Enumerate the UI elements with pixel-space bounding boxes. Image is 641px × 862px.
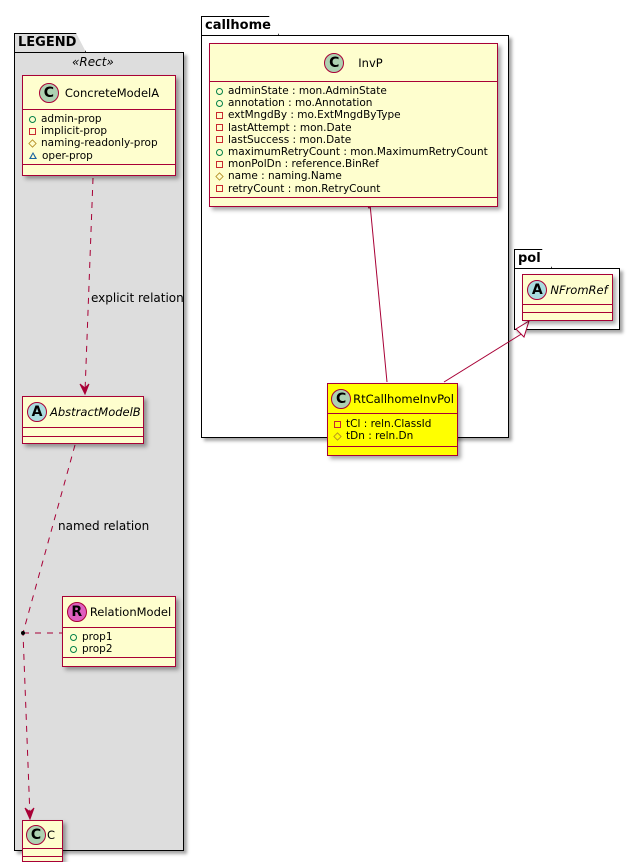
class-concrete-model-a[interactable]: C ConcreteModelA admin-prop implicit-pro…: [22, 75, 176, 176]
private-visibility-icon: [216, 124, 223, 132]
attribute: adminState : mon.AdminState: [216, 85, 491, 97]
abstract-class-icon: A: [27, 402, 47, 422]
attribute: lastSuccess : mon.Date: [216, 134, 491, 146]
attribute: extMngdBy : mo.ExtMngdByType: [216, 109, 491, 121]
attribute: admin-prop: [29, 113, 169, 125]
public-visibility-icon: [70, 645, 77, 653]
package-body-legend: [14, 52, 184, 851]
class-rt-callhome-inv-pol[interactable]: C RtCallhomeInvPol tCl : reln.ClassId tD…: [327, 383, 458, 456]
class-name: InvP: [358, 55, 383, 70]
named-relation-label: named relation: [58, 519, 150, 533]
explicit-relation-label: explicit relation: [91, 291, 184, 305]
package-visibility-icon: [29, 152, 37, 160]
private-visibility-icon: [216, 111, 223, 119]
relation-class-icon: R: [66, 602, 87, 622]
explicit-relation-arrowhead: [79, 383, 90, 396]
package-stereotype: «Rect»: [72, 55, 114, 69]
attribute: tCl : reln.ClassId: [334, 418, 451, 430]
public-visibility-icon: [70, 633, 77, 641]
class-name: RelationModel: [89, 605, 172, 619]
class-c[interactable]: C C: [22, 820, 63, 862]
package-tab-pol: pol: [514, 249, 552, 268]
class-icon: C: [26, 824, 46, 845]
attribute: lastAttempt : mon.Date: [216, 122, 491, 134]
public-visibility-icon: [216, 148, 223, 156]
attribute: naming-readonly-prop: [28, 137, 169, 149]
class-name: C: [47, 827, 56, 842]
class-nfromref[interactable]: A NFromRef: [522, 274, 613, 321]
class-icon: C: [331, 388, 352, 409]
public-visibility-icon: [29, 115, 36, 123]
explicit-relation-line: [84, 177, 94, 393]
private-visibility-icon: [216, 185, 223, 193]
composition-line: [369, 203, 388, 383]
class-name: RtCallhomeInvPol: [353, 391, 454, 406]
attribute: name : naming.Name: [215, 170, 491, 182]
class-abstract-model-b[interactable]: A AbstractModelB: [22, 396, 144, 444]
class-relation-model[interactable]: R RelationModel prop1 prop2: [62, 596, 176, 667]
attribute: prop1: [70, 631, 169, 643]
protected-visibility-icon: [28, 139, 37, 148]
private-visibility-icon: [334, 420, 341, 428]
private-visibility-icon: [216, 160, 223, 168]
generalization-triangle: [515, 319, 530, 338]
package-tab-legend: LEGEND: [14, 33, 86, 52]
attribute: maximumRetryCount : mon.MaximumRetryCoun…: [216, 146, 491, 158]
class-name: ConcreteModelA: [64, 85, 160, 100]
protected-visibility-icon: [333, 432, 342, 441]
attribute: tDn : reln.Dn: [333, 430, 451, 442]
private-visibility-icon: [216, 136, 223, 144]
attribute: monPolDn : reference.BinRef: [216, 158, 491, 170]
private-visibility-icon: [29, 127, 36, 135]
attribute: prop2: [70, 643, 169, 655]
class-icon: C: [324, 52, 345, 73]
class-name: NFromRef: [550, 282, 608, 297]
generalization-line: [443, 332, 524, 383]
public-visibility-icon: [216, 99, 223, 107]
attribute: retryCount : mon.RetryCount: [216, 183, 491, 195]
named-relation-arrowhead: [24, 807, 35, 821]
protected-visibility-icon: [215, 172, 224, 181]
attribute: implicit-prop: [29, 125, 169, 137]
class-icon: C: [38, 82, 59, 103]
class-invp[interactable]: C InvP adminState : mon.AdminState annot…: [209, 43, 498, 207]
association-junction-dot: [21, 631, 25, 635]
abstract-class-icon: A: [527, 279, 548, 300]
class-name: AbstractModelB: [50, 405, 141, 419]
attribute: annotation : mo.Annotation: [216, 97, 491, 109]
public-visibility-icon: [216, 87, 223, 95]
attribute: oper-prop: [29, 150, 169, 162]
